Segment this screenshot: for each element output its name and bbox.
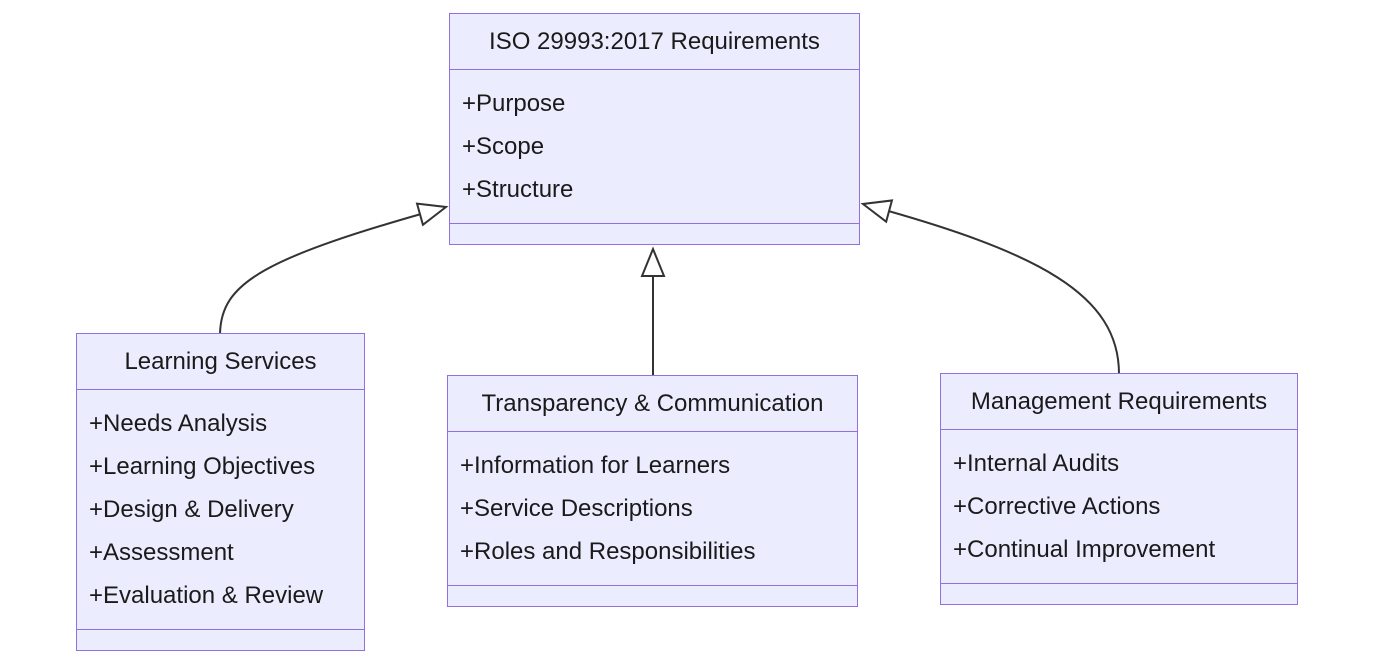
class-methods-compartment-empty: [77, 629, 364, 650]
class-title: ISO 29993:2017 Requirements: [450, 14, 859, 70]
class-title: Management Requirements: [941, 374, 1297, 430]
class-member: +Assessment: [89, 538, 234, 566]
class-methods-compartment-empty: [450, 223, 859, 244]
class-methods-compartment-empty: [941, 583, 1297, 604]
inheritance-arrow-learning-services: [219, 202, 449, 335]
class-member: +Corrective Actions: [953, 492, 1161, 520]
class-methods-compartment-empty: [448, 585, 857, 606]
class-member: +Needs Analysis: [89, 409, 268, 437]
inheritance-arrow-management-requirements: [860, 199, 1120, 375]
class-member: +Structure: [462, 175, 574, 203]
class-member: +Scope: [462, 132, 545, 160]
class-member: +Design & Delivery: [89, 495, 294, 523]
class-member: +Purpose: [462, 89, 566, 117]
class-members: +Internal Audits +Corrective Actions +Co…: [941, 430, 1297, 583]
class-member: +Information for Learners: [460, 451, 731, 479]
class-box-iso-29993-requirements: ISO 29993:2017 Requirements +Purpose +Sc…: [449, 13, 860, 245]
class-members: +Needs Analysis +Learning Objectives +De…: [77, 390, 364, 629]
class-box-transparency-communication: Transparency & Communication +Informatio…: [447, 375, 858, 607]
class-box-management-requirements: Management Requirements +Internal Audits…: [940, 373, 1298, 605]
class-member: +Continual Improvement: [953, 535, 1216, 563]
class-members: +Purpose +Scope +Structure: [450, 70, 859, 223]
class-title: Learning Services: [77, 334, 364, 390]
class-member: +Learning Objectives: [89, 452, 316, 480]
class-members: +Information for Learners +Service Descr…: [448, 432, 857, 585]
class-member: +Evaluation & Review: [89, 581, 324, 609]
class-member: +Roles and Responsibilities: [460, 537, 756, 565]
class-member: +Service Descriptions: [460, 494, 693, 522]
class-member: +Internal Audits: [953, 449, 1120, 477]
class-title: Transparency & Communication: [448, 376, 857, 432]
class-box-learning-services: Learning Services +Needs Analysis +Learn…: [76, 333, 365, 651]
